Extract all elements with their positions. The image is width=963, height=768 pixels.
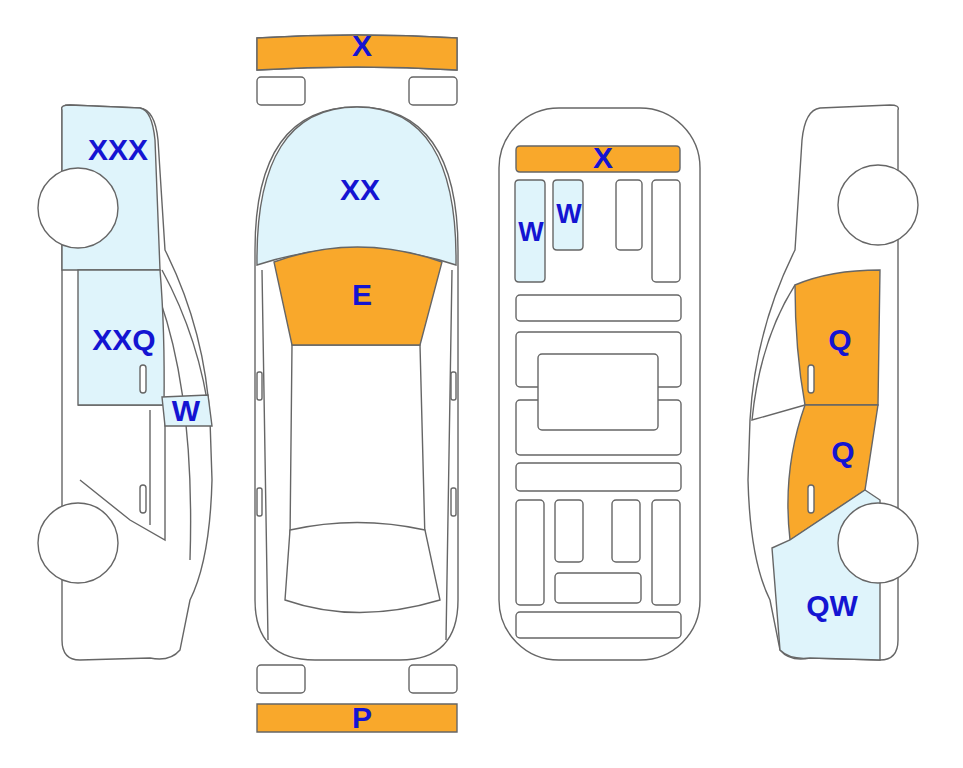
damage-code: W <box>172 396 200 426</box>
bumper-panel: X <box>257 34 457 71</box>
panel-shape <box>36 105 160 270</box>
underbody-panel: W <box>515 180 545 282</box>
damage-code: Q <box>828 325 851 355</box>
damage-code: X <box>352 31 372 61</box>
quarter-panel: QW <box>770 490 920 662</box>
damage-code: XXX <box>88 135 148 165</box>
damage-code: XXQ <box>92 325 155 355</box>
damage-code: W <box>556 201 581 228</box>
underbody-panel: W <box>553 180 583 250</box>
door-panel: XXQ <box>78 270 164 405</box>
panel-shape <box>770 490 920 662</box>
hood-panel: XX <box>255 107 458 267</box>
damage-code: Q <box>831 437 854 467</box>
damage-code: QW <box>806 591 858 621</box>
damage-code: XX <box>340 175 380 205</box>
damage-code: W <box>518 219 543 246</box>
fender-panel: XXX <box>36 105 160 270</box>
damage-code: P <box>352 703 372 733</box>
damage-code: X <box>593 143 613 173</box>
damage-code: E <box>352 280 372 310</box>
windshield-panel: E <box>273 236 443 346</box>
underbody-panel: X <box>516 146 680 172</box>
door-panel: Q <box>793 270 880 405</box>
mirror-panel: W <box>160 395 212 428</box>
bumper-panel: P <box>257 704 457 732</box>
